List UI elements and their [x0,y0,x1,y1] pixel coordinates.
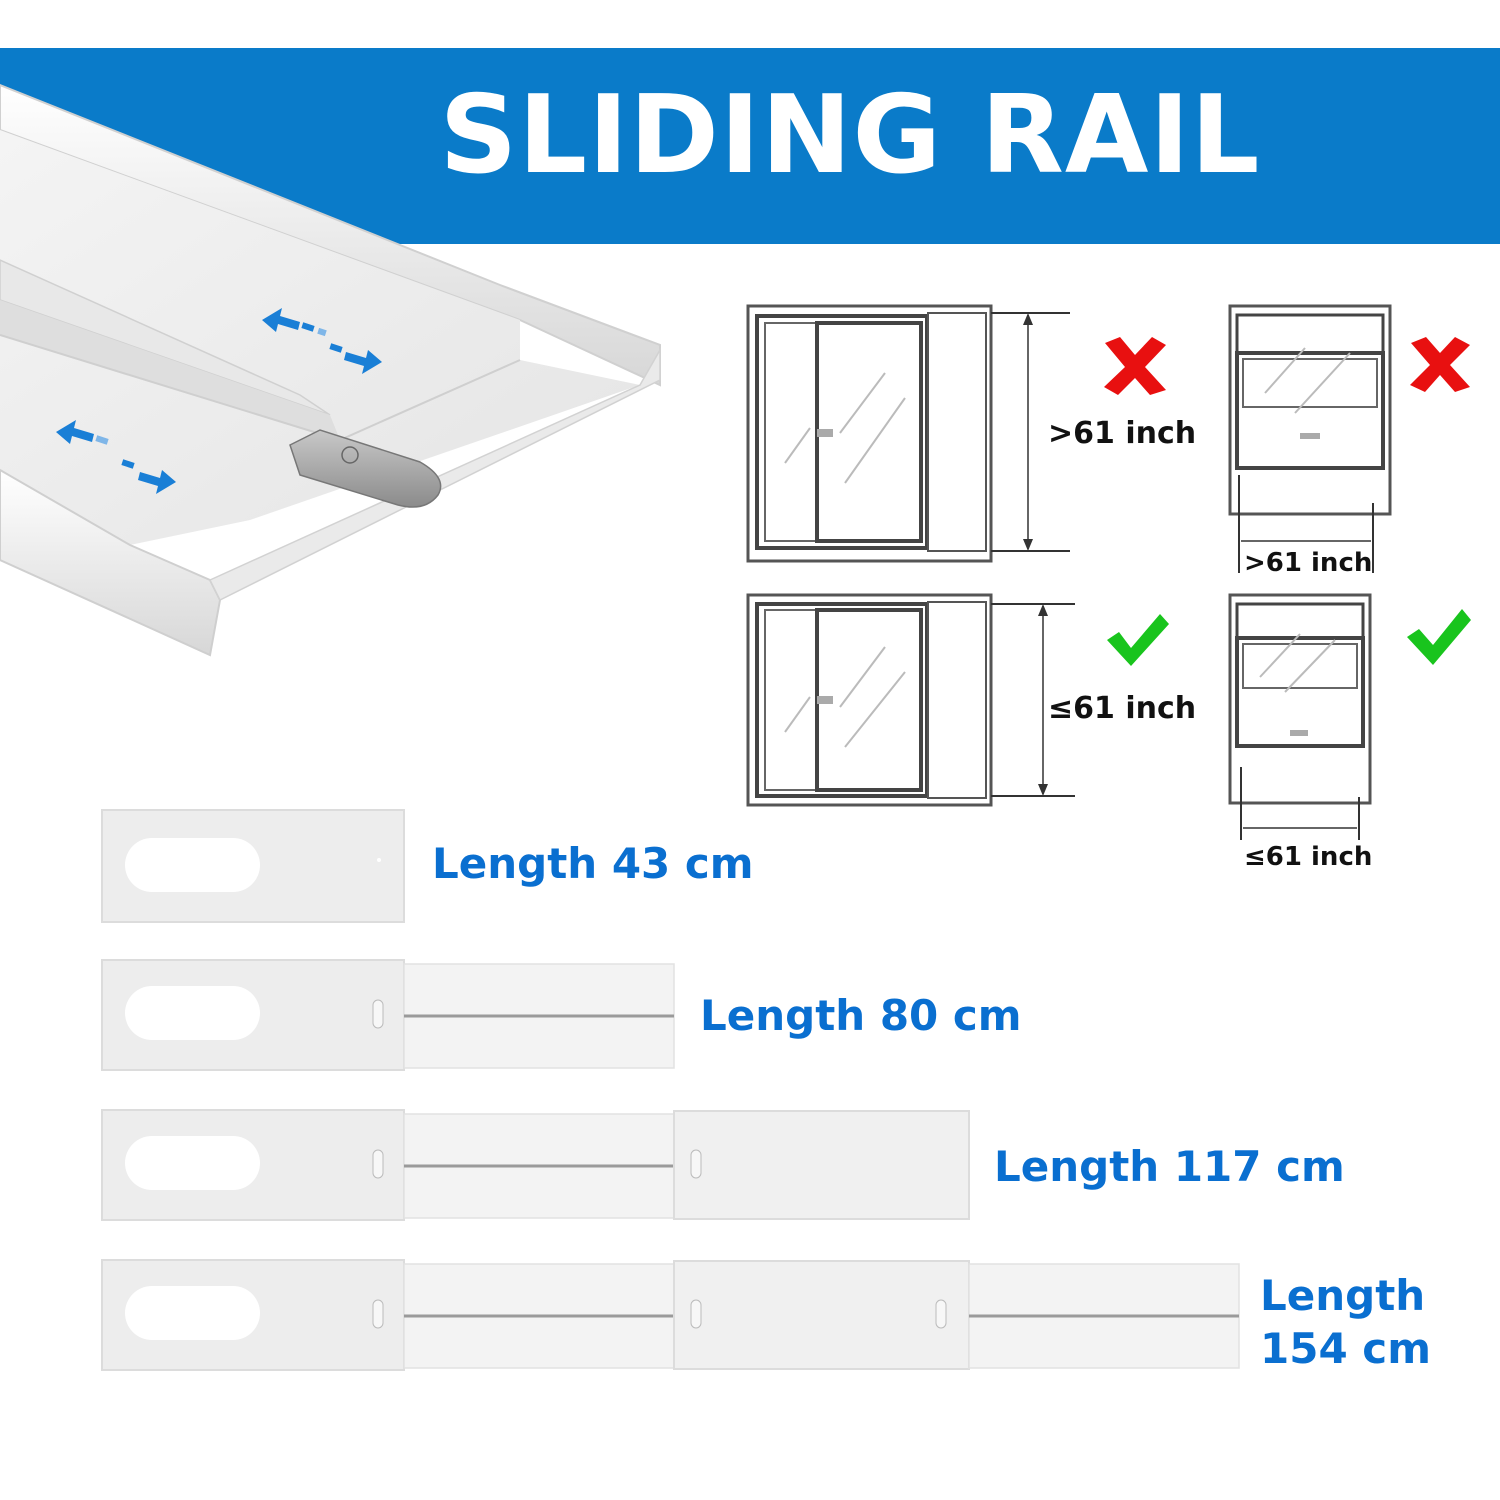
length-117-label: Length 117 cm [994,1142,1345,1191]
length-43-label: Length 43 cm [432,839,754,888]
height-limit-label: >61 inch [1048,416,1197,451]
width-limit-label: >61 inch [1244,548,1373,578]
length-154-label: Length 154 cm [1260,1270,1431,1375]
length-80-label: Length 80 cm [700,991,1022,1040]
length-154-label-line2: 154 cm [1260,1323,1431,1373]
sliding-door-diagram-ok [746,593,1075,807]
sliding-door-diagram-tall [746,304,1070,563]
double-arrow-icon [56,420,176,494]
panel-row-80 [101,959,675,1071]
panel-row-117 [101,1109,970,1221]
panel-row-43 [101,809,405,923]
width-ok-label: ≤61 inch [1244,842,1373,872]
hung-window-diagram-wide [1228,304,1392,573]
check-icon [1107,614,1169,666]
height-ok-label: ≤61 inch [1048,691,1197,726]
panel-row-154 [101,1259,1240,1371]
length-154-label-line1: Length [1260,1271,1426,1320]
double-arrow-icon [262,308,382,374]
page-title: SLIDING RAIL [439,73,1261,198]
hung-window-diagram-ok [1228,593,1372,840]
sliding-rail-illustration [0,83,661,657]
cross-icon [1104,337,1166,395]
cross-icon [1410,337,1470,392]
metal-tab [289,429,442,508]
check-icon [1407,609,1471,665]
